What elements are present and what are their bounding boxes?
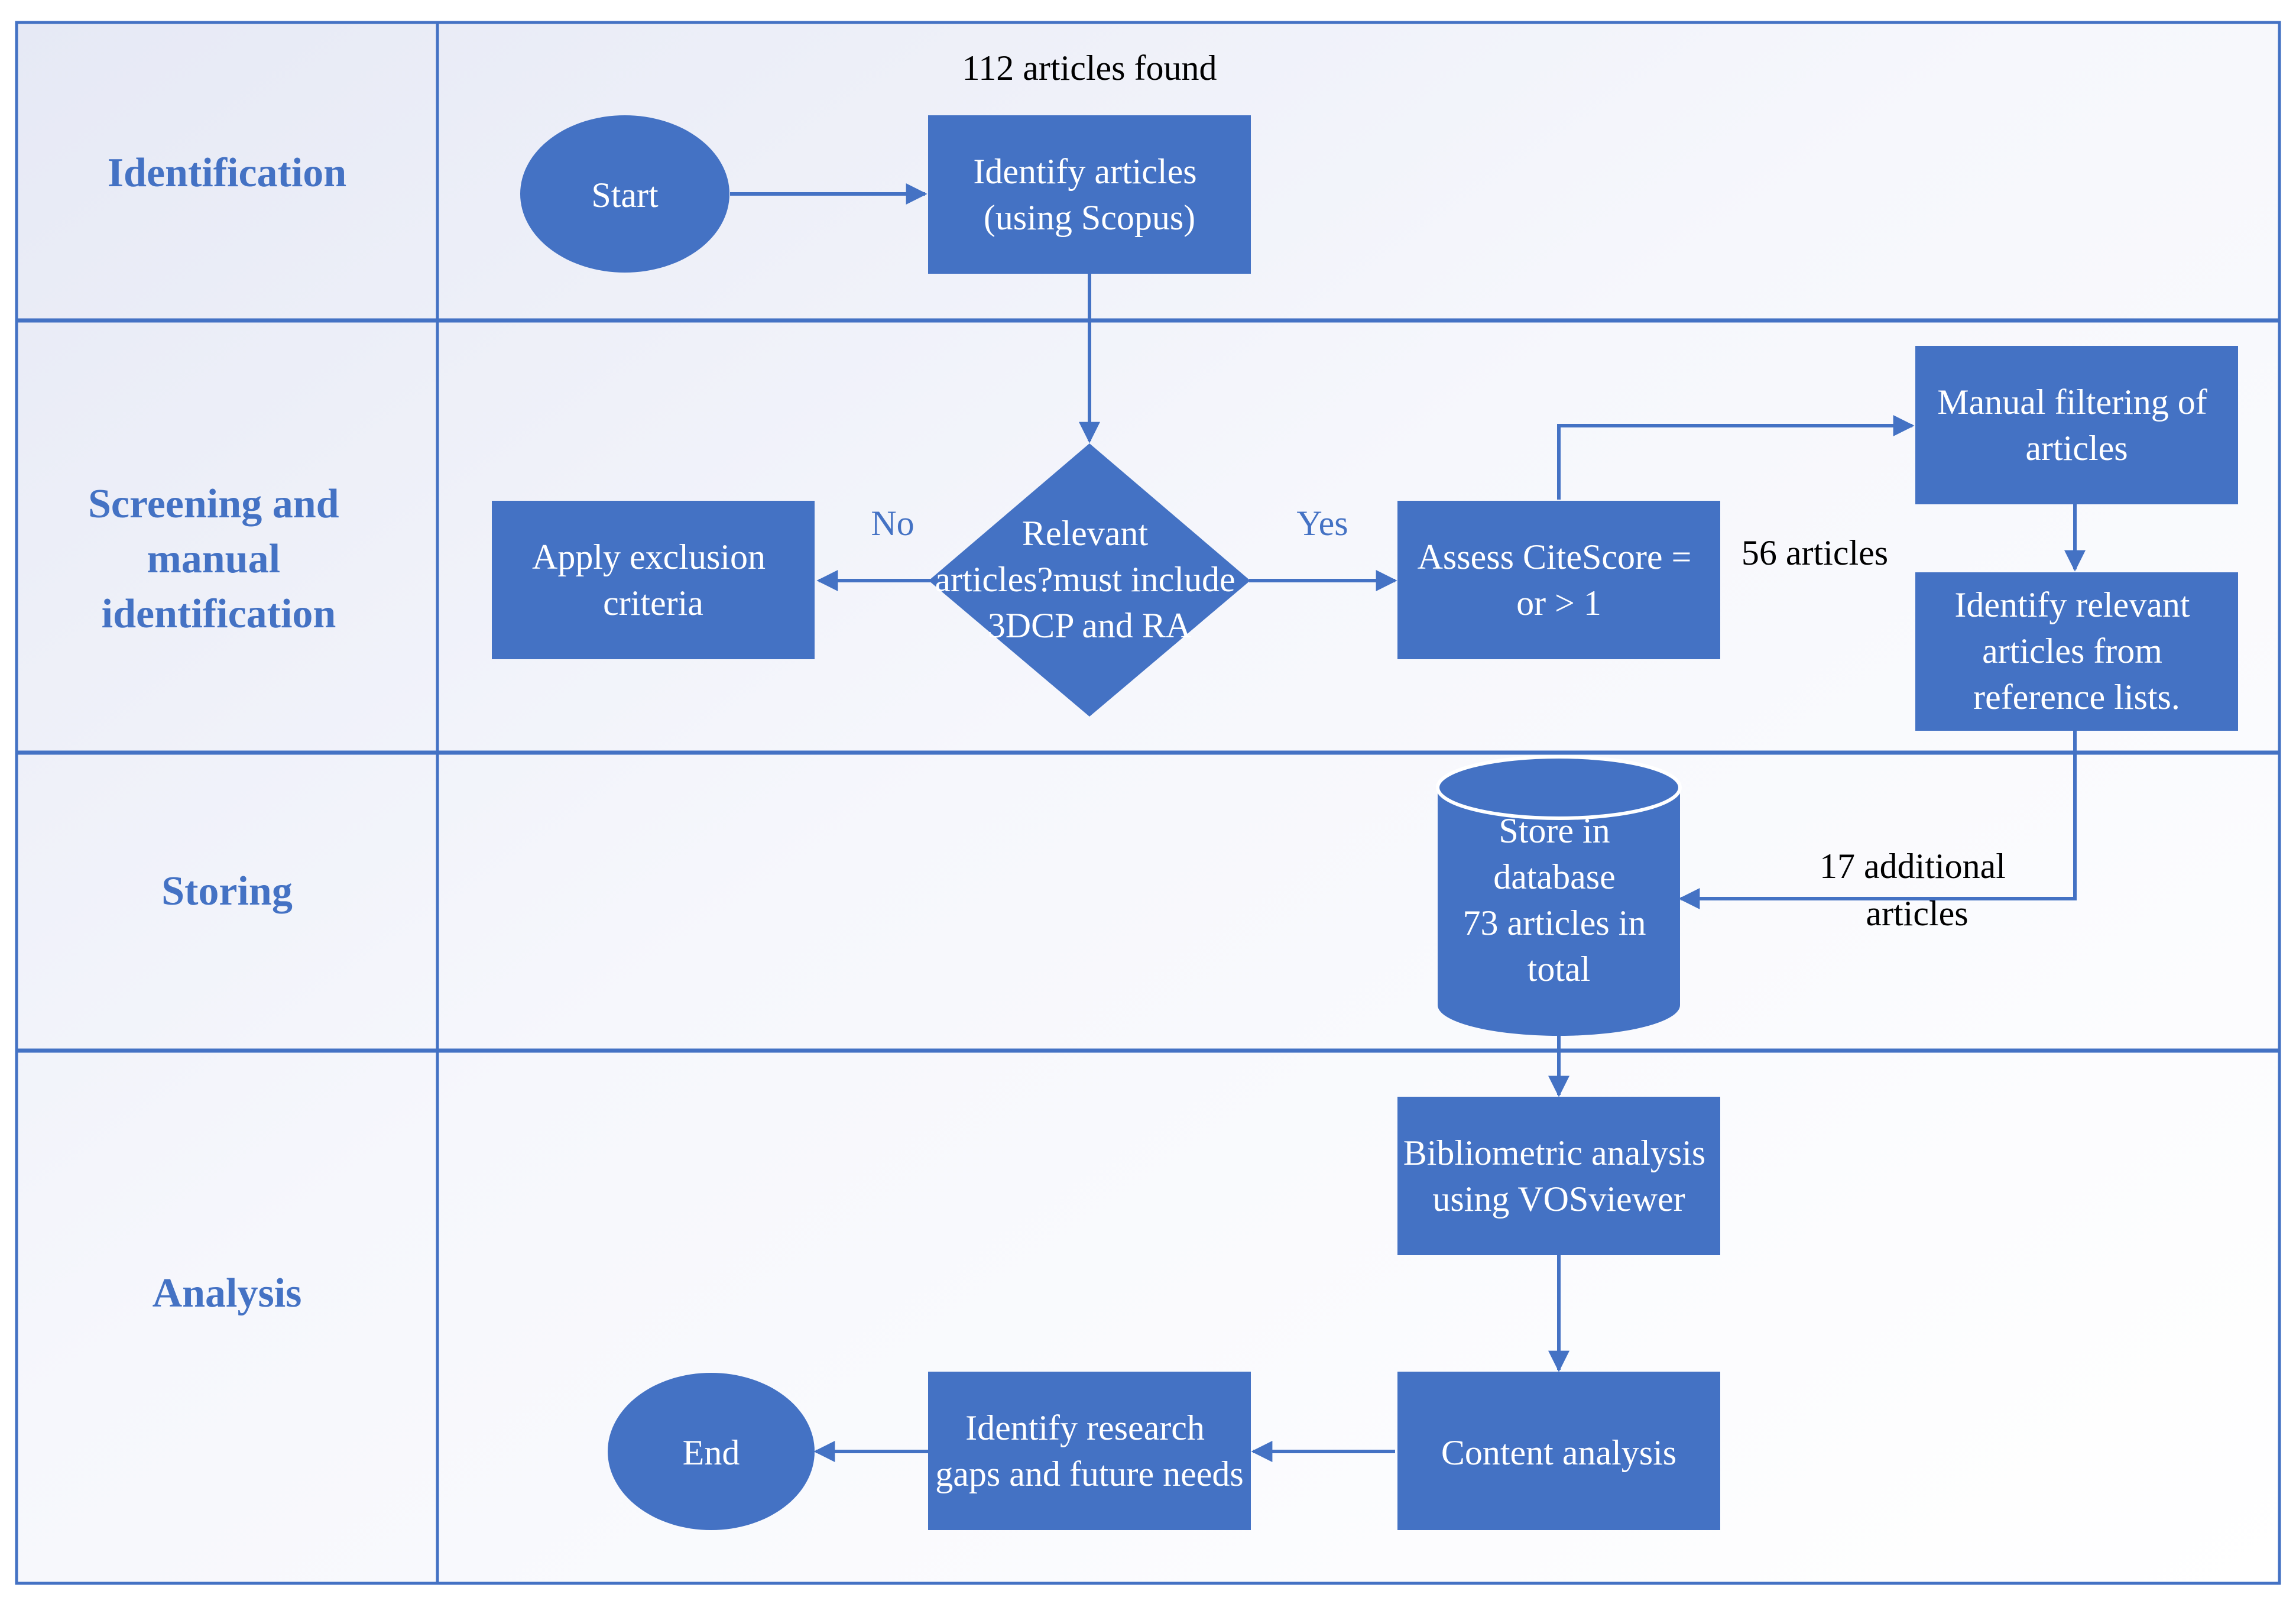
svg-text:Start: Start xyxy=(591,176,659,215)
bibliometric-box: Bibliometric analysis using VOSviewer xyxy=(1397,1097,1720,1255)
svg-text:Apply exclusion criteria: Apply exclusion criteria xyxy=(532,537,774,623)
start-node: Start xyxy=(520,115,729,273)
end-node: End xyxy=(608,1373,815,1530)
relevant-decision-diamond: Relevant articles?must include 3DCP and … xyxy=(929,443,1250,717)
svg-text:Content analysis: Content analysis xyxy=(1441,1433,1676,1472)
annotation-articles-found: 112 articles found xyxy=(962,48,1217,88)
identify-relevant-box: Identify relevant articles from referenc… xyxy=(1915,572,2238,731)
identify-articles-box: Identify articles (using Scopus) xyxy=(928,115,1251,274)
swimlane-grid xyxy=(15,21,2281,1585)
svg-text:Store in database: Store in database 73 articles in total xyxy=(1463,811,1655,989)
svg-text:Identify research gaps a: Identify research gaps and future needs xyxy=(935,1408,1243,1493)
annotation-17-additional: 17 additional articles xyxy=(1820,847,2015,933)
identify-gaps-box: Identify research gaps and future needs xyxy=(928,1372,1251,1530)
content-analysis-box: Content analysis xyxy=(1397,1372,1720,1530)
svg-text:Assess CiteScore = or >: Assess CiteScore = or > 1 xyxy=(1418,537,1701,623)
svg-text:Bibliometric analysis us: Bibliometric analysis using VOSviewer xyxy=(1403,1133,1715,1219)
connector-relevant-to-database xyxy=(1678,730,2077,909)
lane-label-identification: Identification xyxy=(108,150,346,196)
lane-label-storing: Storing xyxy=(161,869,293,914)
svg-text:End: End xyxy=(683,1433,740,1472)
svg-text:Manual filtering of arti: Manual filtering of articles xyxy=(1937,383,2216,468)
svg-text:Identify relevant articl: Identify relevant articles from referenc… xyxy=(1954,585,2198,717)
manual-filtering-box: Manual filtering of articles xyxy=(1915,346,2238,504)
svg-text:Identify articles (using: Identify articles (using Scopus) xyxy=(973,152,1205,237)
branch-label-yes: Yes xyxy=(1296,504,1348,543)
lane-labels: Identification Screening and manual iden… xyxy=(88,150,349,1316)
lane-label-screening: Screening and manual identification xyxy=(88,481,349,637)
assess-citescore-box: Assess CiteScore = or > 1 xyxy=(1397,501,1720,659)
svg-text:Relevant articles?must i: Relevant articles?must include 3DCP and … xyxy=(935,514,1244,645)
branch-label-no: No xyxy=(871,504,914,543)
apply-exclusion-box: Apply exclusion criteria xyxy=(492,501,815,659)
store-database-cylinder: Store in database 73 articles in total xyxy=(1436,755,1682,1036)
connectors xyxy=(730,183,2086,1462)
annotation-56-articles: 56 articles xyxy=(1742,533,1888,572)
lane-label-analysis: Analysis xyxy=(153,1271,302,1316)
connector-citescore-to-manual xyxy=(1557,415,1915,500)
